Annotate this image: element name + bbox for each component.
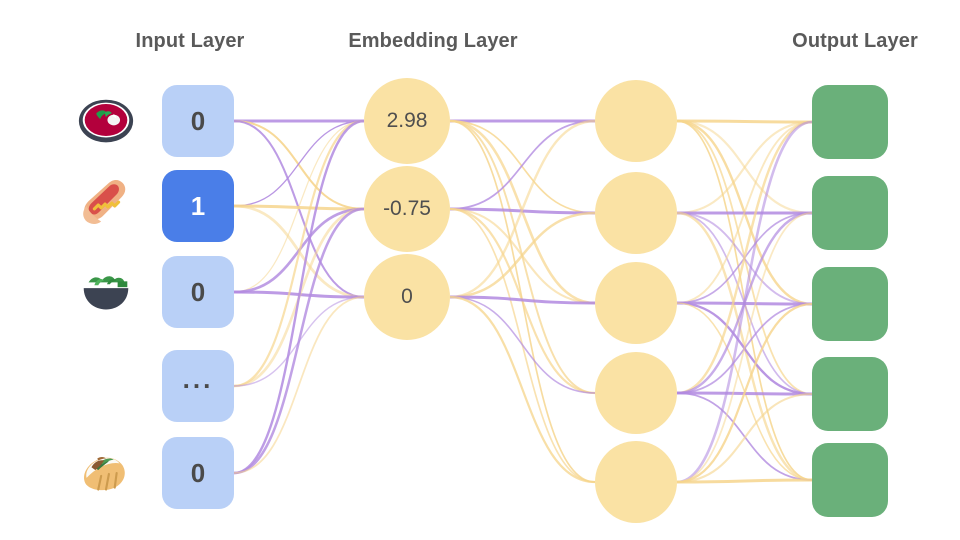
hidden-node-4[interactable] (595, 441, 677, 523)
burrito-icon (75, 443, 137, 505)
input-node-4[interactable]: 0 (162, 437, 234, 509)
output-layer-title: Output Layer (792, 30, 918, 52)
beet-soup-icon (75, 90, 137, 152)
embedding-node-0-value: 2.98 (386, 109, 428, 132)
input-node-0-value: 0 (190, 105, 206, 136)
input-node-1[interactable]: 1 (162, 170, 234, 242)
embedding-node-1-value: -0.75 (383, 197, 431, 220)
embedding-layer-title: Embedding Layer (348, 30, 518, 52)
input-node-2-value: 0 (190, 276, 206, 307)
hidden-node-3[interactable] (595, 352, 677, 434)
embedding-node-0[interactable]: 2.98 (364, 78, 450, 164)
input-layer-title: Input Layer (135, 30, 245, 52)
output-node-0[interactable] (812, 85, 888, 159)
output-node-2[interactable] (812, 267, 888, 341)
salad-bowl-icon (75, 261, 137, 323)
input-node-1-value: 1 (190, 190, 206, 221)
hidden-node-1[interactable] (595, 172, 677, 254)
hidden-node-0[interactable] (595, 80, 677, 162)
output-node-3[interactable] (812, 357, 888, 431)
hot-dog-icon (75, 175, 137, 237)
hidden-node-2[interactable] (595, 262, 677, 344)
embedding-node-2-value: 0 (401, 285, 413, 308)
input-node-3-value: ... (182, 364, 214, 394)
embedding-node-1[interactable]: -0.75 (364, 166, 450, 252)
input-node-0[interactable]: 0 (162, 85, 234, 157)
input-node-4-value: 0 (190, 457, 206, 488)
embedding-node-2[interactable]: 0 (364, 254, 450, 340)
output-node-1[interactable] (812, 176, 888, 250)
input-node-3[interactable]: ... (162, 350, 234, 422)
input-node-2[interactable]: 0 (162, 256, 234, 328)
output-node-4[interactable] (812, 443, 888, 517)
